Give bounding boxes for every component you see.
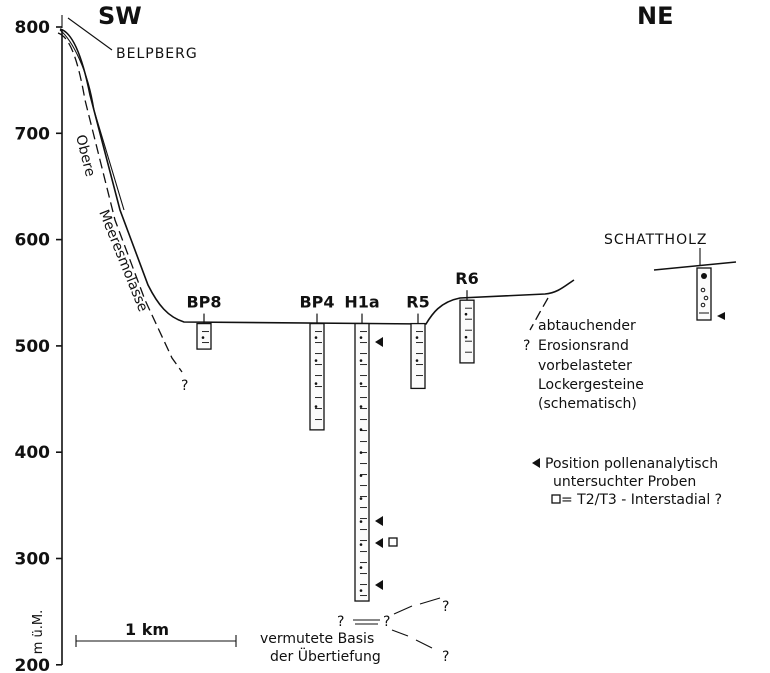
slope-formation-label-1: Obere [72,133,98,178]
place-schattholz: SCHATTHOLZ [604,232,707,248]
svg-text:Lockergesteine: Lockergesteine [538,377,644,393]
direction-ne: NE [637,2,673,30]
direction-sw: SW [98,2,142,30]
place-belpberg: BELPBERG [116,46,198,62]
interstadial-square-icon [388,537,398,547]
borehole-label: R5 [406,293,429,312]
borehole-r5: R5 [406,293,430,390]
axis-tick-label: 400 [15,443,51,463]
borehole-label: BP8 [186,293,221,312]
svg-text:Erosionsrand: Erosionsrand [538,338,629,354]
sample-marker-icon [375,538,383,548]
borehole-column [309,322,325,431]
svg-text:vermutete Basis: vermutete Basis [260,631,374,647]
axis-tick-label: 200 [15,656,51,673]
question-marks: ? ? ? ? ? ? [181,338,530,665]
borehole-column [459,299,475,364]
axis-tick-label: 300 [15,550,51,570]
legend-triangle-icon [532,458,540,468]
borehole-label: R6 [455,269,478,288]
svg-text:(schematisch): (schematisch) [538,396,637,412]
borehole-column [196,322,212,350]
borehole-bp4: BP4 [299,293,335,431]
svg-text:1 km: 1 km [125,620,169,639]
svg-text:?: ? [383,614,390,630]
sample-marker-icon [375,337,383,347]
basis-note: vermutete Basis der Übertiefung [260,631,381,665]
sample-marker-icon [375,516,383,526]
borehole-h1a: H1a [344,293,380,602]
axis-tick-label: 500 [15,337,51,357]
svg-text:?: ? [181,378,188,394]
borehole-column [354,322,370,602]
slope-formation-label-2: Meeresmolasse [95,208,150,315]
svg-text:?: ? [442,599,449,615]
borehole-r6: R6 [455,269,479,364]
legend: Position pollenanalytisch untersuchter P… [532,456,722,508]
borehole-label: H1a [344,293,379,312]
svg-text:vorbelasteter: vorbelasteter [538,358,632,374]
axis-unit-label: m ü.M. [31,610,46,655]
svg-text:?: ? [523,338,530,354]
borehole-column [410,322,426,390]
svg-text:?: ? [442,649,449,665]
sample-marker-icon [375,580,383,590]
borehole-schattholz [696,267,725,321]
svg-text:der Übertiefung: der Übertiefung [270,647,381,665]
terrain-profile [57,15,737,649]
h1a-sample-markers [375,337,398,590]
erosion-note: abtauchender Erosionsrand vorbelasteter … [538,318,644,412]
svg-text:= T2/T3 - Interstadial ?: = T2/T3 - Interstadial ? [561,492,722,508]
svg-text:Position pollenanalytisch: Position pollenanalytisch [545,456,718,472]
svg-text:?: ? [337,614,344,630]
elevation-axis: 800 700 600 500 400 300 200 m ü.M. [15,18,63,673]
borehole-label: BP4 [299,293,334,312]
axis-tick-label: 600 [15,231,51,251]
sample-marker-icon [717,312,725,320]
axis-tick-label: 800 [15,18,51,38]
svg-text:abtauchender: abtauchender [538,318,636,334]
axis-tick-label: 700 [15,124,51,144]
borehole-bp8: BP8 [186,293,222,350]
legend-square-icon [551,494,561,504]
svg-text:untersuchter Proben: untersuchter Proben [553,474,696,490]
scale-bar: 1 km [75,620,237,647]
